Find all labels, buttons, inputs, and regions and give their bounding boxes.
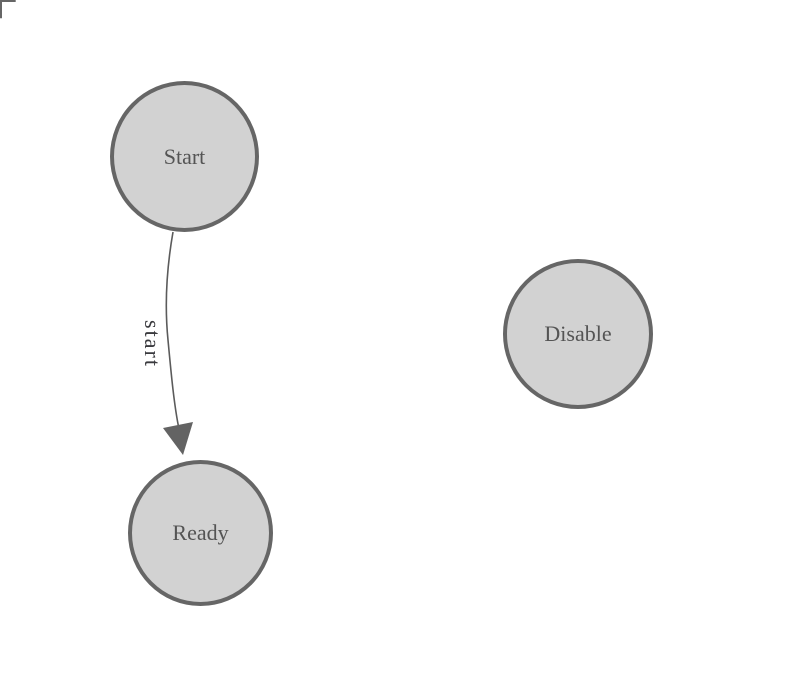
transition-edge-start-to-ready[interactable]: [163, 231, 193, 455]
canvas-corner-mark-icon: [0, 0, 16, 19]
edge-line[interactable]: [165, 231, 180, 430]
state-node-start[interactable]: Start: [110, 81, 259, 232]
edge-arrowhead-icon: [163, 422, 193, 455]
state-node-ready[interactable]: Ready: [128, 460, 273, 606]
edge-label[interactable]: start: [140, 320, 165, 368]
node-label-start: Start: [163, 143, 206, 169]
node-label-disable: Disable: [544, 321, 612, 346]
node-label-ready: Ready: [172, 520, 229, 545]
state-node-disable[interactable]: Disable: [503, 259, 653, 409]
